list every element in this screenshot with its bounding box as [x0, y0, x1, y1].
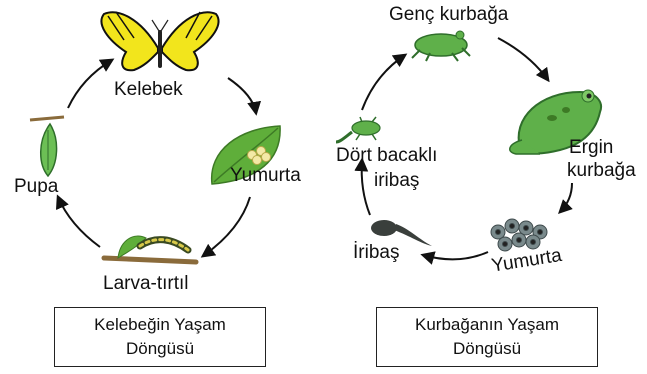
label-butterfly-egg: Yumurta	[230, 165, 301, 187]
arrow-tadpole-to-fourleg	[362, 160, 370, 215]
frog-eggs-icon	[491, 219, 547, 251]
arrow-young-to-adult	[498, 38, 548, 80]
arrow-fourleg-to-young	[362, 55, 405, 110]
caption-frog-line1: Kurbağanın Yaşam	[377, 313, 597, 337]
label-four-leg-line1: Dört bacaklı	[336, 145, 437, 167]
caption-butterfly-cycle: Kelebeğin Yaşam Döngüsü	[54, 307, 266, 367]
label-four-leg-line2: iribaş	[374, 170, 419, 192]
caption-butterfly-line2: Döngüsü	[55, 337, 265, 361]
label-adult-frog-line2: kurbağa	[567, 160, 636, 182]
caterpillar-icon	[104, 236, 196, 262]
caption-frog-cycle: Kurbağanın Yaşam Döngüsü	[376, 307, 598, 367]
label-adult-frog-line1: Ergin	[569, 137, 613, 159]
young-frog-icon	[412, 31, 470, 61]
arrow-butterfly-to-egg	[228, 78, 256, 113]
four-legged-tadpole-icon	[336, 117, 380, 142]
label-butterfly: Kelebek	[114, 79, 183, 101]
label-larva: Larva-tırtıl	[103, 273, 189, 295]
butterfly-icon	[101, 12, 218, 70]
arrow-pupa-to-butterfly	[68, 60, 112, 108]
label-tadpole: İribaş	[353, 242, 399, 264]
caption-butterfly-line1: Kelebeğin Yaşam	[55, 313, 265, 337]
label-pupa: Pupa	[14, 176, 58, 198]
arrow-egg-to-tadpole	[423, 252, 488, 259]
arrow-adult-to-egg	[560, 183, 572, 212]
arrow-larva-to-pupa	[58, 197, 100, 247]
pupa-icon	[30, 117, 64, 176]
arrow-egg-to-larva	[203, 197, 250, 256]
label-young-frog: Genç kurbağa	[389, 4, 508, 26]
caption-frog-line2: Döngüsü	[377, 337, 597, 361]
